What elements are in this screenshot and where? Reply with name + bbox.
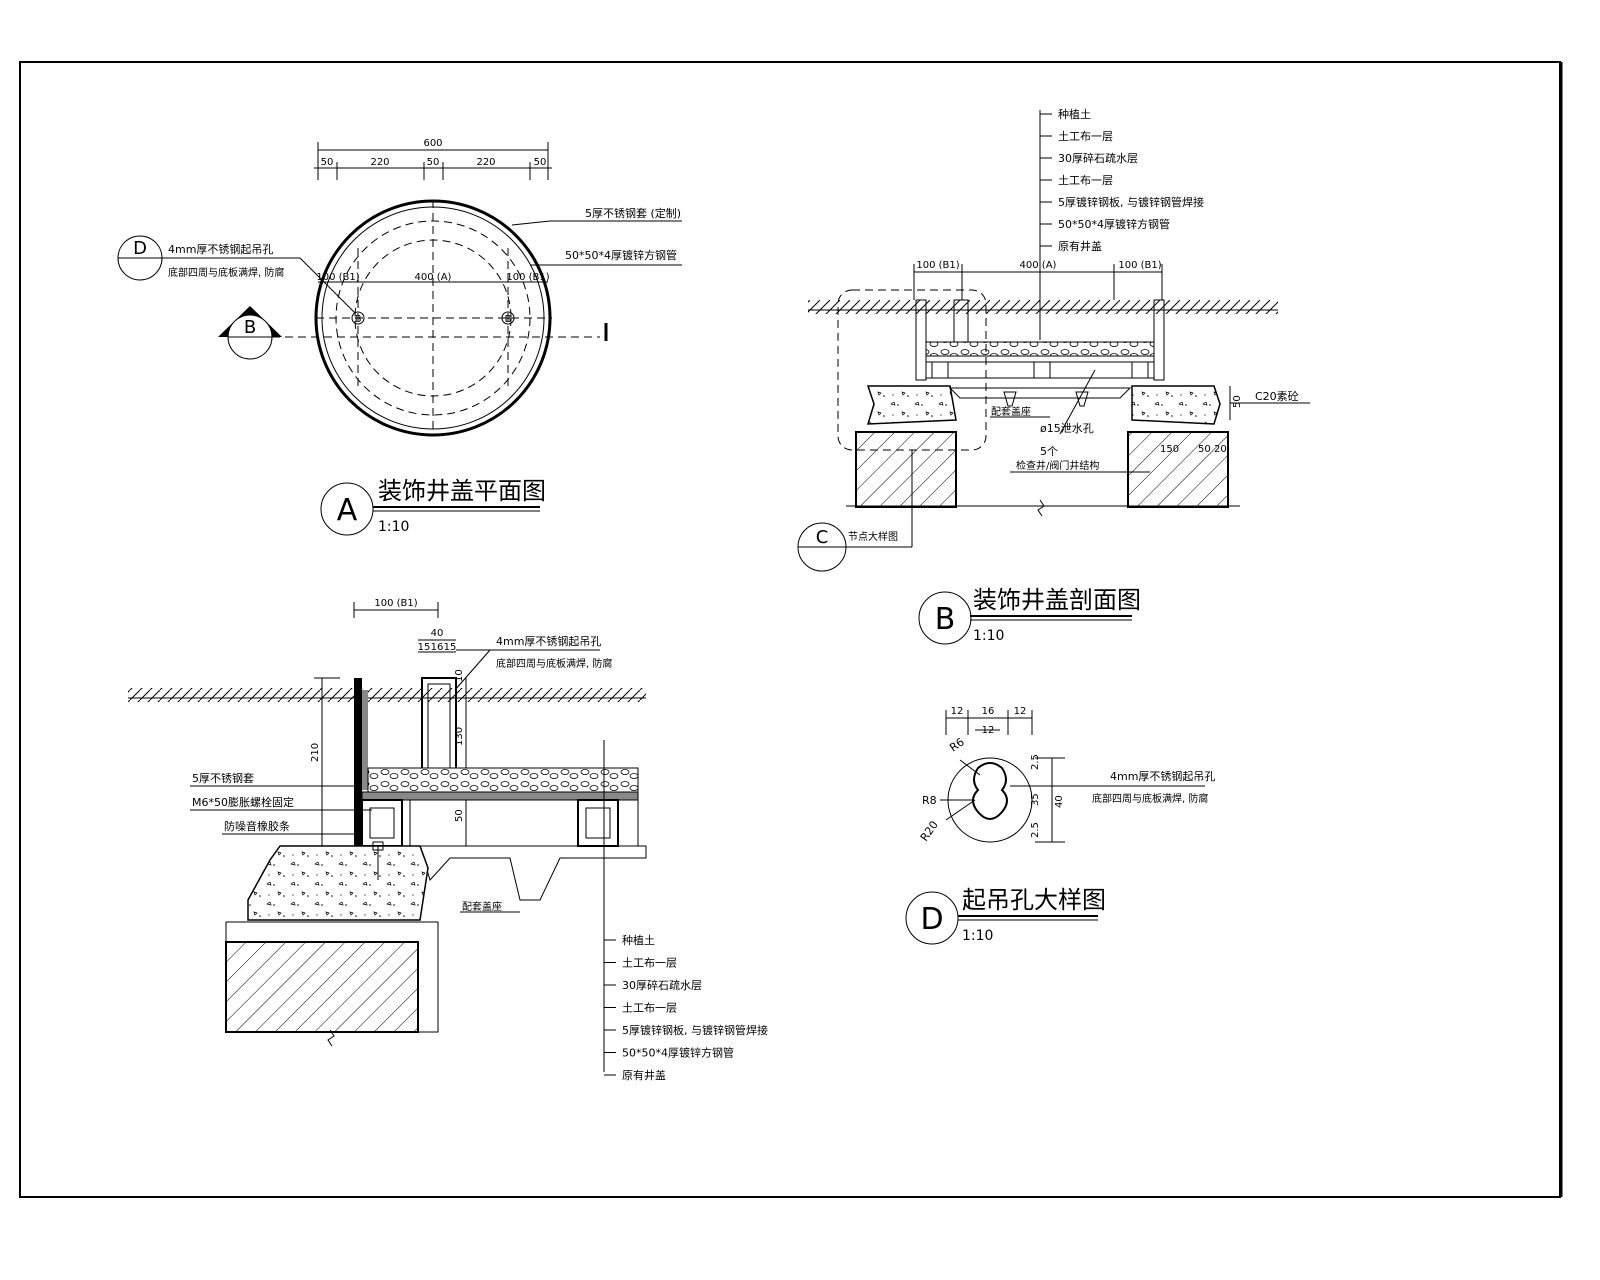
svg-text:35: 35 [1030,793,1041,806]
sec-well: 检查井/阀门井结构 [1016,459,1099,472]
detc-ring: 5厚不锈钢套 [192,772,254,785]
svg-text:R20: R20 [918,819,941,844]
sec-detail-label: 节点大样图 [848,530,898,543]
sec-dim-mid: 400 (A) [1020,260,1057,271]
svg-text:20: 20 [1214,444,1227,455]
section-title: 装饰井盖剖面图 [973,586,1141,614]
sec-dim-right: 100 (B1) [1118,260,1161,271]
sec-layer-label: 土工布一层 [1058,174,1113,187]
svg-text:B: B [505,314,512,325]
detc-layer-label: 种植土 [622,933,655,947]
svg-text:12: 12 [982,725,995,736]
detd-note1: 4mm厚不锈钢起吊孔 [1110,770,1215,783]
svg-text:150: 150 [1160,444,1179,455]
dim-d3: 50 [427,157,440,168]
detd-title: 起吊孔大样图 [962,886,1106,914]
dim-d1: 50 [321,157,334,168]
dim-d2: 220 [370,157,389,168]
detc-rubber: 防噪音橡胶条 [224,819,290,833]
lift-hole-left [351,311,365,325]
svg-text:50: 50 [454,809,465,822]
dim-inner-right: 100 (B1) [506,272,549,283]
svg-text:10: 10 [454,669,465,682]
sec-layer-label: 30厚碎石疏水层 [1058,151,1138,165]
svg-text:16: 16 [431,642,444,653]
detc-hole-note2: 底部四周与底板满焊, 防腐 [496,657,612,670]
callout-d [905,891,959,945]
dim-total: 600 [423,138,442,149]
svg-text:16: 16 [982,706,995,717]
label-tube: 50*50*4厚镀锌方钢管 [565,248,677,262]
callout-a [320,482,374,536]
sec-layer-label: 原有井盖 [1058,239,1102,253]
plan-title: 装饰井盖平面图 [378,477,546,505]
detc-layer-label: 土工布一层 [622,1002,677,1015]
detail-d-view: 12 16 12 12 R6 R8 R20 40 2.5 35 2.5 4mm厚… [905,706,1215,945]
label-ring: 5厚不锈钢套 (定制) [585,206,681,220]
detd-note2: 底部四周与底板满焊, 防腐 [1092,792,1208,805]
section-scale: 1:10 [973,628,1004,644]
dim-d5: 50 [534,157,547,168]
sec-dim-left: 100 (B1) [916,260,959,271]
plan-view: 600 50 220 50 220 50 100 (B1) 400 (A) 10… [117,138,682,536]
svg-text:B: B [355,314,362,325]
detc-layer-label: 5厚镀锌钢板, 与镀锌钢管焊接 [622,1023,768,1037]
plan-hole-note2: 底部四周与底板满焊, 防腐 [168,266,284,279]
svg-text:B: B [935,602,956,637]
sec-layer-label: 种植土 [1058,107,1091,121]
detc-layer-label: 土工布一层 [622,957,677,970]
svg-text:40: 40 [431,628,444,639]
svg-text:C: C [816,527,829,548]
sec-layer-label: 5厚镀锌钢板, 与镀锌钢管焊接 [1058,195,1204,209]
svg-text:R6: R6 [947,735,966,754]
svg-text:B: B [244,317,256,338]
detail-c-view: 100 (B1) 40 15 16 15 4mm厚不锈钢起吊孔 底部四周与底板满… [128,598,768,1082]
callout-b [918,591,972,645]
detc-hole-note1: 4mm厚不锈钢起吊孔 [496,635,601,648]
svg-text:2.5: 2.5 [1030,822,1041,838]
svg-text:130: 130 [454,727,465,746]
detc-bolt: M6*50膨胀螺栓固定 [192,795,294,809]
plan-hole-note1: 4mm厚不锈钢起吊孔 [168,243,273,256]
detd-scale: 1:10 [962,928,993,944]
svg-text:210: 210 [310,743,321,762]
dim-inner-left: 100 (B1) [316,272,359,283]
svg-text:50: 50 [1232,395,1243,408]
dim-d4: 220 [476,157,495,168]
svg-text:2.5: 2.5 [1030,754,1041,770]
svg-text:15: 15 [444,642,457,653]
sec-seat: 配套盖座 [991,405,1031,418]
detc-seat: 配套盖座 [462,900,502,913]
svg-text:D: D [133,238,147,259]
svg-text:40: 40 [1054,795,1065,808]
svg-text:R8: R8 [922,794,937,807]
svg-text:D: D [920,902,943,937]
plan-scale: 1:10 [378,519,409,535]
sec-hole-count: 5个 [1040,445,1058,458]
svg-text:50: 50 [1198,444,1211,455]
sec-hole: ø15泄水孔 [1040,422,1094,435]
svg-text:12: 12 [1014,706,1027,717]
detc-layer-label: 50*50*4厚镀锌方钢管 [622,1046,734,1060]
svg-text:15: 15 [418,642,431,653]
detc-layer-label: 30厚碎石疏水层 [622,978,702,992]
svg-text:12: 12 [951,706,964,717]
sec-layer-label: 土工布一层 [1058,130,1113,143]
svg-text:A: A [337,493,358,528]
lift-hole-right [501,311,515,325]
sec-layer-label: 50*50*4厚镀锌方钢管 [1058,217,1170,231]
sec-c20: C20素砼 [1255,390,1299,403]
dim-inner-mid: 400 (A) [415,272,452,283]
svg-text:100 (B1): 100 (B1) [374,598,417,609]
detc-layer-label: 原有井盖 [622,1068,666,1082]
